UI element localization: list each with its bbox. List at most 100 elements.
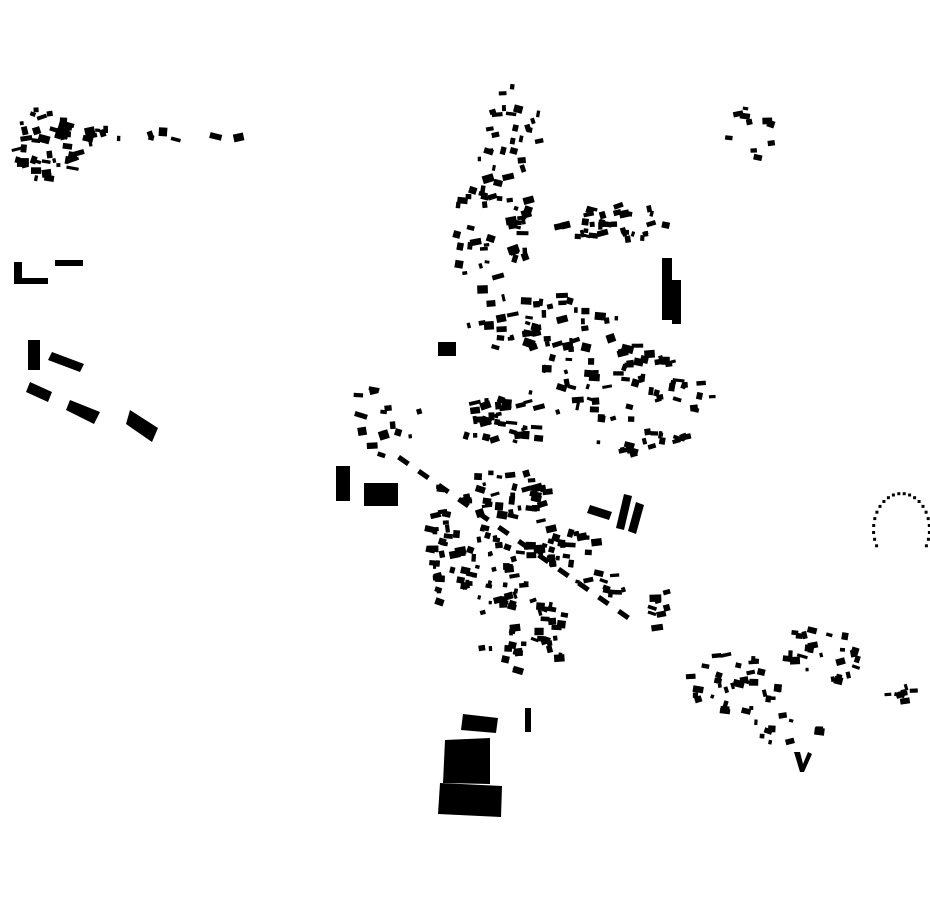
building (477, 156, 482, 162)
building (649, 594, 662, 602)
building (481, 201, 488, 209)
building (530, 322, 539, 332)
building (476, 536, 482, 543)
building (20, 125, 29, 136)
building (801, 630, 808, 640)
building (897, 492, 901, 496)
building (588, 358, 595, 365)
building (522, 469, 531, 478)
building (56, 130, 62, 135)
building (432, 575, 437, 581)
building (785, 737, 795, 746)
building (428, 546, 439, 553)
building (575, 402, 580, 411)
building (490, 491, 500, 497)
building (631, 343, 644, 348)
building-north-strip (662, 258, 672, 320)
building (499, 146, 507, 156)
building (505, 215, 518, 226)
building (471, 572, 478, 578)
building (491, 344, 500, 351)
building (642, 230, 649, 236)
building (551, 340, 564, 348)
building (583, 576, 594, 584)
building (580, 318, 585, 325)
building (665, 361, 673, 368)
building (353, 392, 364, 398)
building (493, 595, 504, 605)
building-nw-courtyard-2 (14, 278, 48, 284)
building (232, 132, 245, 143)
building (552, 635, 558, 641)
building (647, 604, 658, 612)
building (640, 235, 645, 241)
building (478, 320, 486, 326)
building (481, 173, 495, 185)
building (908, 493, 912, 497)
building-south-top (461, 714, 498, 733)
building (66, 131, 72, 138)
building (519, 164, 527, 173)
building (661, 221, 671, 229)
building (487, 192, 498, 201)
building (778, 712, 788, 719)
building (435, 560, 440, 567)
building (480, 524, 490, 532)
building (563, 369, 569, 375)
building (662, 588, 671, 596)
building (759, 733, 765, 739)
building (547, 546, 556, 554)
building (479, 400, 492, 411)
building (679, 435, 686, 442)
building (647, 443, 657, 450)
building (633, 357, 644, 367)
building (41, 168, 52, 178)
building (66, 165, 79, 171)
building (496, 510, 508, 520)
building (483, 243, 490, 247)
building (663, 357, 670, 362)
building (535, 110, 541, 118)
building (563, 378, 571, 388)
building (583, 211, 595, 218)
building (649, 210, 655, 217)
building (485, 233, 496, 244)
building (617, 608, 630, 620)
building (440, 540, 449, 547)
building (94, 128, 101, 133)
building (575, 579, 580, 584)
building (495, 411, 502, 417)
building (483, 320, 495, 330)
building (611, 589, 622, 595)
building (509, 573, 520, 579)
building (541, 309, 547, 318)
building (454, 259, 464, 269)
building (509, 137, 516, 145)
building (613, 201, 624, 210)
building (650, 431, 659, 436)
building (59, 135, 68, 141)
building (527, 477, 536, 483)
building (529, 490, 542, 499)
building (754, 719, 758, 726)
building (71, 148, 85, 158)
building (491, 164, 496, 171)
building (496, 334, 505, 341)
building-v-shape (794, 752, 812, 772)
building (742, 106, 749, 111)
building (491, 131, 500, 139)
building (493, 178, 504, 188)
small-buildings (11, 83, 930, 746)
building (466, 224, 475, 232)
building (875, 510, 879, 514)
building (850, 646, 860, 656)
building (377, 429, 390, 441)
building (434, 586, 443, 594)
building (651, 623, 664, 632)
building (522, 247, 528, 256)
building (656, 393, 664, 401)
building (449, 566, 456, 574)
building (796, 653, 808, 660)
building (853, 655, 861, 664)
building (11, 146, 24, 153)
